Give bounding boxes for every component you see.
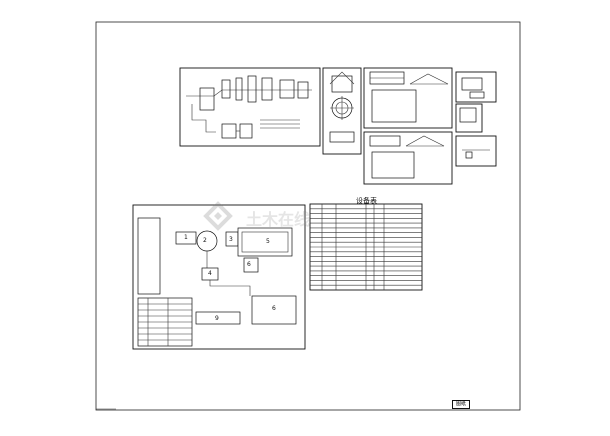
tank-detail-panel <box>322 67 362 155</box>
process-box-9-number: 9 <box>215 315 219 322</box>
watermark-logo-icon <box>203 201 233 231</box>
main-plan-panel <box>132 204 306 350</box>
process-box-2-number: 2 <box>203 237 207 244</box>
equipment-table-title: 设备表 <box>356 197 377 205</box>
process-box-3-number: 3 <box>229 236 233 243</box>
process-box-5-number: 5 <box>266 238 270 245</box>
sheet-border <box>95 21 521 411</box>
process-box-6b-number: 6 <box>272 305 276 312</box>
process-box-6-number: 6 <box>247 261 251 268</box>
detail-panel-2 <box>455 71 497 103</box>
detail-panel-3 <box>455 103 483 133</box>
equipment-table-rows <box>310 208 422 286</box>
watermark-text: 土木在线 <box>246 210 311 229</box>
process-box-4-number: 4 <box>208 270 212 277</box>
process-box-1-number: 1 <box>184 234 188 241</box>
process-flow-panel <box>179 67 321 147</box>
detail-panel-4 <box>455 135 497 167</box>
building-panel-2 <box>363 131 453 185</box>
building-panel-1 <box>363 67 453 129</box>
watermark-logo: 土木在线 <box>198 196 328 236</box>
title-stamp: 图纸 <box>452 400 470 409</box>
